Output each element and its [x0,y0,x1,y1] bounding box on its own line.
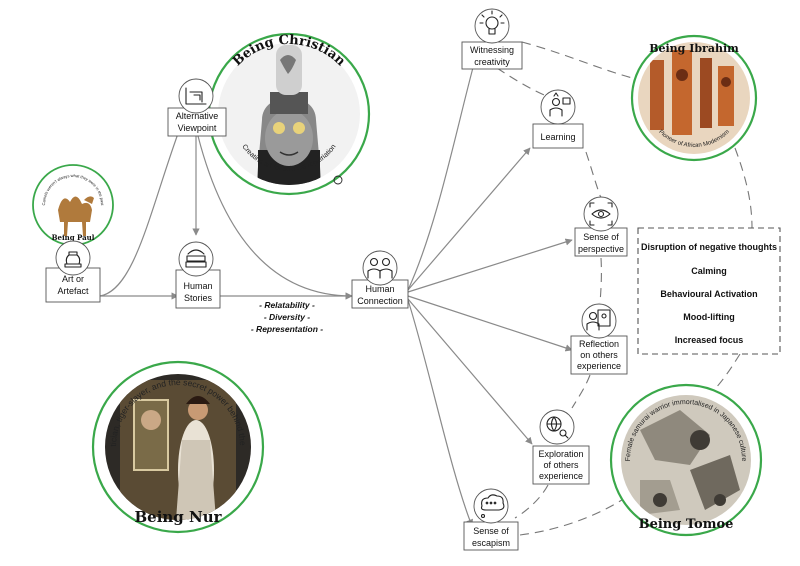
arrow-to-witness [407,41,482,291]
arrow-alt-to-connection [197,135,353,300]
node-witness-label-2: creativity [474,57,510,67]
arrow-to-exploration [407,298,533,445]
node-art-label-1: Art or [62,274,84,284]
outcomes-box: Disruption of negative thoughts Calming … [637,227,781,355]
node-alternative-viewpoint[interactable]: Alternative Viewpoint [167,78,227,137]
node-alt-label-1: Alternative [176,111,219,121]
node-exploration-label-2: of others [543,460,579,470]
dashed-connectors [496,41,753,536]
outcome-disruption: Disruption of negative thoughts [641,242,777,252]
learning-person-icon [549,92,571,117]
dash-reflection-exploration [571,374,591,409]
node-art-label-2: Artefact [57,286,89,296]
node-exploration-of-others-experience[interactable]: Exploration of others experience [532,409,590,485]
node-exploration-label-1: Exploration [538,449,583,459]
dash-exploration-escapism [514,484,549,519]
arrow-to-learning [407,147,531,291]
tag-representation: - Representation - [251,324,323,334]
node-witness-label-1: Witnessing [470,45,514,55]
being-christian-card[interactable]: Being Christian Creating art for spiritu… [207,33,371,196]
node-witnessing-creativity[interactable]: Witnessing creativity [461,8,523,70]
being-tomoe-title: Being Tomoe [639,517,734,532]
node-learning[interactable]: Learning [532,89,584,149]
dash-escapism-tomoe [519,495,629,536]
arrow-to-reflection [407,295,573,352]
node-learning-label: Learning [540,132,575,142]
tag-relatability: - Relatability - [259,300,315,310]
node-perspective-label-2: perspective [578,244,624,254]
node-human-stories[interactable]: Human Stories [175,241,221,309]
node-connection-label-2: Connection [357,296,403,306]
ibrahim-artwork [638,42,750,154]
node-human-connection[interactable]: Human Connection [351,250,409,309]
being-paul-card[interactable]: Camels weren't always what they were in … [32,164,114,246]
vase-icon [64,251,82,268]
globe-search-icon [546,416,569,439]
nur-painting [105,374,251,520]
lightbulb-icon [479,10,505,35]
mirror-person-icon [586,309,611,331]
outcome-increased-focus: Increased focus [675,335,744,345]
node-reflection-label-1: Reflection [579,339,619,349]
two-people-icon [367,257,393,279]
arrow-art-to-alt [99,127,182,297]
dash-perspective-reflection [599,257,602,304]
node-alt-label-2: Viewpoint [178,123,217,133]
tomoe-sculpture [621,395,751,525]
node-reflection-label-3: experience [577,361,621,371]
outcome-mood-lifting: Mood-lifting [683,312,734,322]
relatability-tags: - Relatability - - Diversity - - Represe… [251,300,323,334]
node-reflection-on-others-experience[interactable]: Reflection on others experience [570,303,628,375]
tag-diversity: - Diversity - [264,312,310,322]
node-sense-of-escapism[interactable]: Sense of escapism [463,488,519,551]
arrow-to-perspective [407,238,573,293]
node-exploration-label-3: experience [539,471,583,481]
dash-witness-ibrahim [521,41,641,81]
node-escapism-label-1: Sense of [473,526,509,536]
being-tomoe-card[interactable]: Female samurai warrior immortalised in J… [609,383,763,537]
node-perspective-label-1: Sense of [583,232,619,242]
outcome-behavioural-activation: Behavioural Activation [660,289,757,299]
books-icon [185,249,207,268]
node-connection-label-1: Human [365,284,394,294]
arrow-to-escapism [407,299,473,527]
paul-camel-image [39,171,107,239]
node-escapism-label-2: escapism [472,538,510,548]
node-art-or-artefact[interactable]: Art or Artefact [45,240,101,303]
flow-arrows [99,41,573,527]
play-icon [333,175,343,185]
eye-icon [589,202,613,226]
being-ibrahim-card[interactable]: Being Ibrahim Pioneer of African Moderni… [630,34,758,162]
perspective-grid-icon [185,87,207,105]
node-reflection-label-2: on others [580,350,618,360]
being-paul-title: Being Paul [52,233,95,242]
christian-portrait [218,43,360,185]
being-nur-title: Being Nur [134,508,222,526]
node-sense-of-perspective[interactable]: Sense of perspective [574,196,628,257]
node-stories-label-1: Human [183,281,212,291]
dash-ibrahim-outcomes [734,147,753,229]
outcome-calming: Calming [691,266,727,276]
thought-cloud-icon [480,494,505,519]
dash-witness-learning [496,67,554,99]
node-stories-label-2: Stories [184,293,213,303]
being-ibrahim-title: Being Ibrahim [649,42,739,55]
dash-learning-perspective [585,151,602,199]
